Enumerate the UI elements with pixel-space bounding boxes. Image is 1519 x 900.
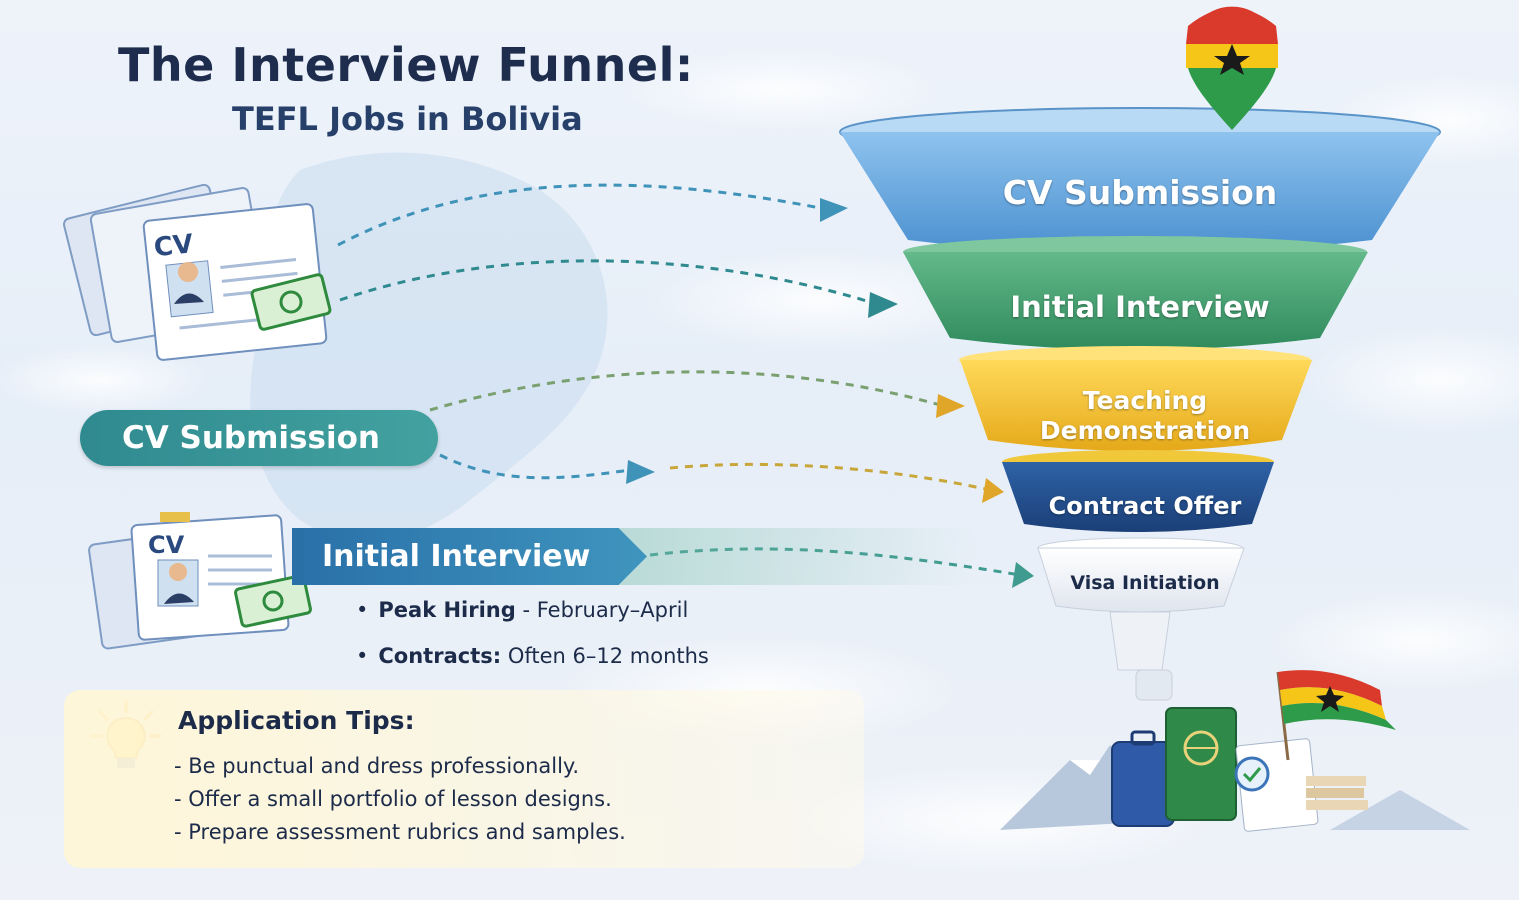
tips-title: Application Tips: [178, 706, 415, 735]
map-pin-flag-icon [1186, 6, 1278, 130]
hiring-facts: •Peak Hiring - February–April •Contracts… [356, 598, 709, 690]
funnel-stage-cv-submission [840, 132, 1440, 254]
flow-arrows [337, 183, 1021, 577]
tip-item: - Be punctual and dress professionally. [174, 754, 580, 778]
fact-separator [501, 644, 508, 668]
funnel-label-initial-interview: Initial Interview [1010, 290, 1270, 324]
tips-list: - Be punctual and dress professionally. … [174, 750, 626, 849]
fact-peak-hiring: •Peak Hiring - February–April [356, 598, 689, 622]
funnel-label-contract-offer: Contract Offer [1048, 492, 1242, 520]
funnel-stage-contract-offer [1002, 462, 1274, 532]
funnel-label-cv-submission: CV Submission [1002, 173, 1278, 212]
funnel-diagram [839, 107, 1441, 701]
cv-document-icon: CV [62, 183, 328, 361]
fact-label: Peak Hiring [378, 598, 516, 622]
money-bill-icon [250, 273, 332, 331]
cv-document-icon: CV [88, 512, 290, 650]
funnel-label-line: Teaching [1082, 386, 1208, 415]
fact-value: February–April [536, 598, 689, 622]
funnel-label-visa-initiation: Visa Initiation [1070, 572, 1220, 594]
funnel-label-teaching-demonstration: Teaching Demonstration [980, 386, 1310, 446]
fact-label: Contracts: [378, 644, 502, 668]
initial-interview-band-fade [600, 528, 980, 585]
money-bill-icon [234, 574, 312, 628]
funnel-label-line: Demonstration [1039, 416, 1251, 445]
funnel-stage-initial-interview [903, 252, 1368, 350]
svg-text:CV: CV [148, 531, 185, 559]
tip-item: - Offer a small portfolio of lesson desi… [174, 787, 612, 811]
fact-contracts: •Contracts: Often 6–12 months [356, 644, 709, 668]
arrow-heads [626, 198, 1034, 588]
suitcase-icon [1111, 730, 1175, 827]
fact-separator: - [515, 598, 537, 622]
svg-text:CV: CV [152, 229, 194, 263]
tip-item: - Prepare assessment rubrics and samples… [174, 820, 626, 844]
flag-icon [1276, 670, 1396, 761]
funnel-stage-teaching-demonstration [960, 360, 1312, 451]
cv-submission-pill: CV Submission [80, 410, 438, 466]
passport-icon [1165, 707, 1237, 821]
fact-value: Often 6–12 months [507, 644, 709, 668]
page-title: The Interview Funnel: [118, 38, 694, 92]
application-tips-box [64, 690, 864, 868]
page-subtitle: TEFL Jobs in Bolivia [232, 100, 583, 138]
initial-interview-band: Initial Interview [292, 528, 647, 585]
